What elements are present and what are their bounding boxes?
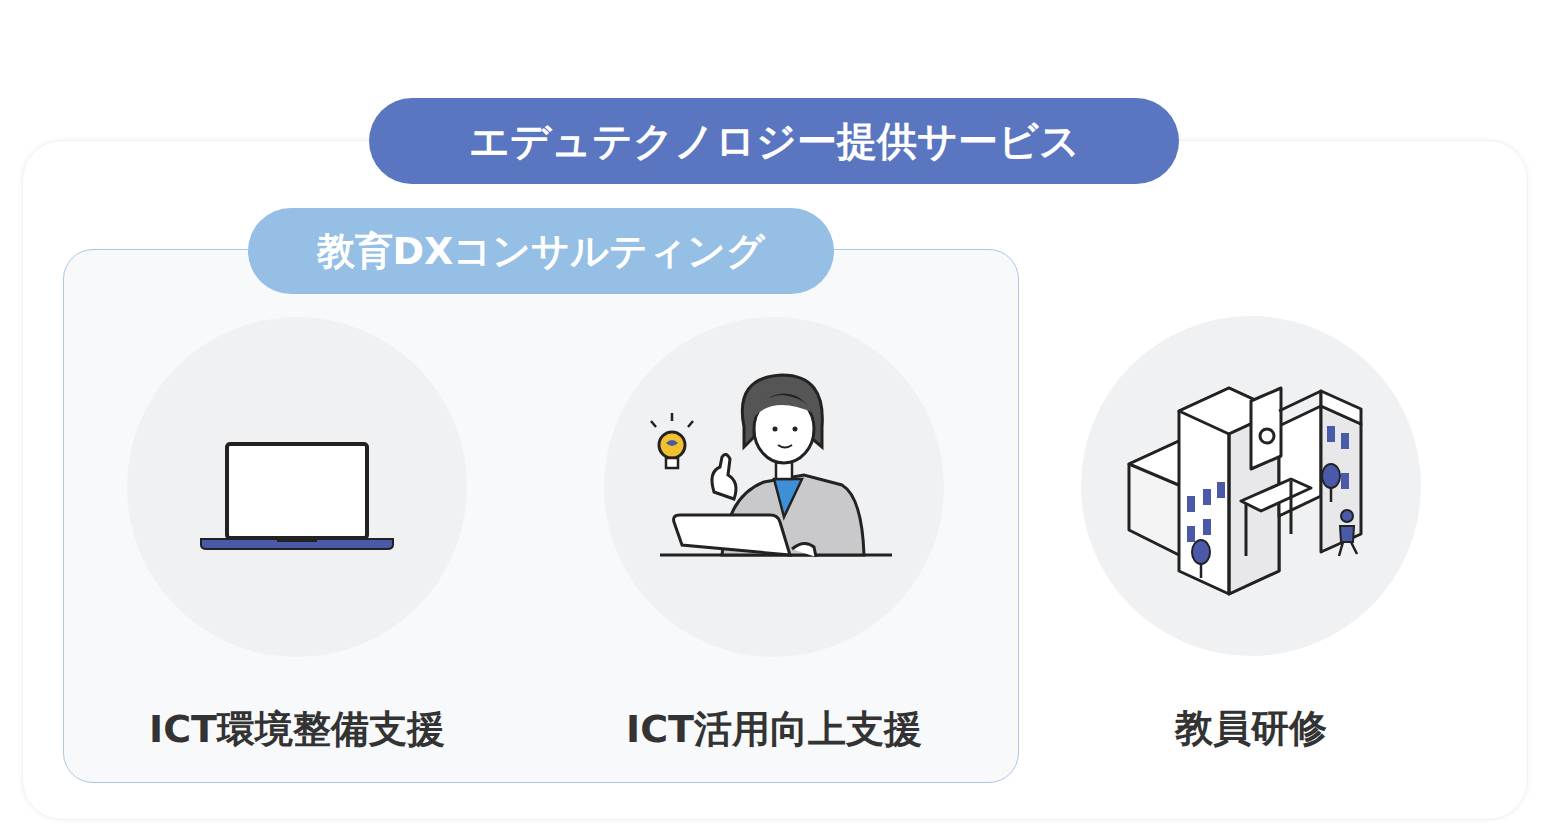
service-circle: 教員研修 <box>1081 316 1421 656</box>
heading-pill: エデュテクノロジー提供サービス <box>369 98 1179 184</box>
consultant-icon <box>604 317 944 657</box>
service-circle: ICT環境整備支援 <box>127 317 467 657</box>
consulting-panel: ICT環境整備支援 ICT活用向上支援教育DXコンサルティング <box>63 249 1019 783</box>
service-label: ICT環境整備支援 <box>47 704 547 754</box>
heading-text: 教育DXコンサルティング <box>317 226 766 277</box>
laptop-icon <box>127 317 467 657</box>
service-label: 教員研修 <box>1001 703 1501 753</box>
heading-pill: 教育DXコンサルティング <box>248 208 834 294</box>
service-label: ICT活用向上支援 <box>524 704 1024 754</box>
service-panel: ICT環境整備支援 ICT活用向上支援 教育DXコンサルティング <box>22 140 1528 820</box>
heading-text: エデュテクノロジー提供サービス <box>469 114 1080 169</box>
school-icon <box>1081 316 1421 656</box>
service-circle: ICT活用向上支援 <box>604 317 944 657</box>
